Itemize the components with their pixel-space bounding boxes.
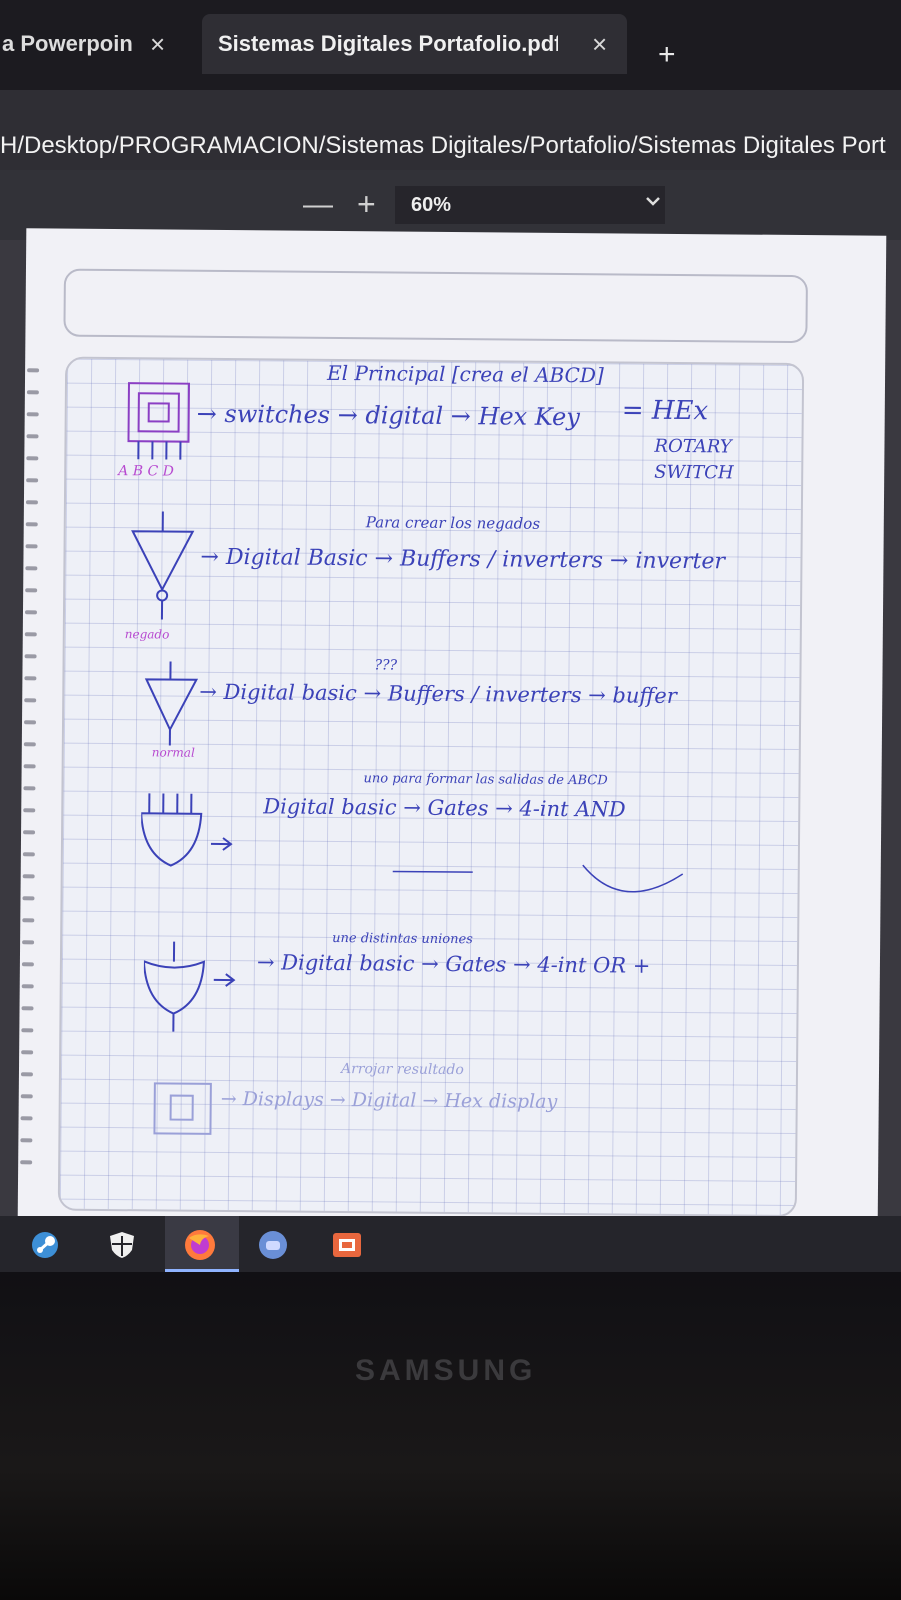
laptop-bezel: SAMSUNG — [0, 1272, 901, 1600]
row2-text: → Digital Basic → Buffers / inverters → … — [200, 544, 726, 575]
row1-side2: SWITCH — [654, 461, 734, 484]
tab-pdf[interactable]: Sistemas Digitales Portafolio.pdf × — [202, 14, 627, 74]
brand-logo: SAMSUNG — [355, 1354, 537, 1387]
row3-text: → Digital basic → Buffers / inverters → … — [199, 679, 677, 708]
row3-caption: ??? — [374, 657, 398, 674]
and-gate-icon — [140, 793, 233, 867]
powerpoint-icon[interactable] — [330, 1228, 364, 1262]
close-icon[interactable]: × — [150, 28, 166, 59]
row5-caption: une distintas uniones — [332, 930, 473, 948]
notebook-grid: El Principal [crea el ABCD] A B C D → sw… — [57, 356, 805, 1218]
shield-icon[interactable] — [105, 1228, 139, 1262]
address-bar: H/Desktop/PROGRAMACION/Sistemas Digitale… — [0, 90, 901, 170]
row1-text: → switches → digital → Hex Key — [196, 399, 580, 432]
row4-text: Digital basic → Gates → 4-int AND — [263, 794, 626, 822]
row4-caption: uno para formar las salidas de ABCD — [363, 771, 608, 789]
zoom-level[interactable]: 60% — [395, 186, 665, 224]
row1-side1: ROTARY — [654, 435, 732, 458]
row6-caption: Arrojar resultado — [340, 1061, 464, 1079]
pdf-toolbar: — + 60% — [0, 170, 901, 240]
taskbar — [0, 1216, 901, 1272]
page-header-box — [63, 268, 808, 344]
app-icon[interactable] — [256, 1228, 290, 1262]
url-field[interactable]: H/Desktop/PROGRAMACION/Sistemas Digitale… — [0, 132, 886, 159]
or-gate-icon — [143, 941, 236, 1032]
tab-title: Sistemas Digitales Portafolio.pdf — [218, 31, 558, 56]
tab-title: a Powerpoin — [2, 31, 132, 56]
row1-eq: = HEx — [621, 395, 709, 427]
normal-label: normal — [151, 745, 195, 760]
row6-text: → Displays → Digital → Hex display — [220, 1087, 558, 1113]
pdf-page: El Principal [crea el ABCD] A B C D → sw… — [17, 228, 887, 1226]
pin-labels: A B C D — [118, 463, 174, 480]
chevron-down-icon[interactable] — [645, 190, 661, 213]
hex-display-icon — [153, 1082, 212, 1135]
firefox-icon[interactable] — [183, 1228, 217, 1262]
tab-bar: a Powerpoin × Sistemas Digitales Portafo… — [0, 0, 901, 90]
steam-icon[interactable] — [28, 1228, 62, 1262]
negado-label: negado — [124, 627, 170, 642]
inverter-icon — [131, 511, 195, 620]
tab-powerpoint[interactable]: a Powerpoin × — [0, 14, 195, 74]
scribble-strokes — [392, 864, 684, 893]
zoom-out-button[interactable]: — — [303, 188, 333, 221]
row5-text: → Digital basic → Gates → 4-int OR + — [256, 950, 651, 978]
rotary-switch-icon — [127, 382, 190, 460]
row2-caption: Para crear los negados — [365, 513, 541, 533]
close-icon[interactable]: × — [592, 28, 608, 59]
buffer-icon — [144, 661, 199, 746]
new-tab-button[interactable]: + — [658, 38, 676, 71]
zoom-in-button[interactable]: + — [357, 186, 376, 222]
notes-title: El Principal [crea el ABCD] — [326, 360, 604, 388]
